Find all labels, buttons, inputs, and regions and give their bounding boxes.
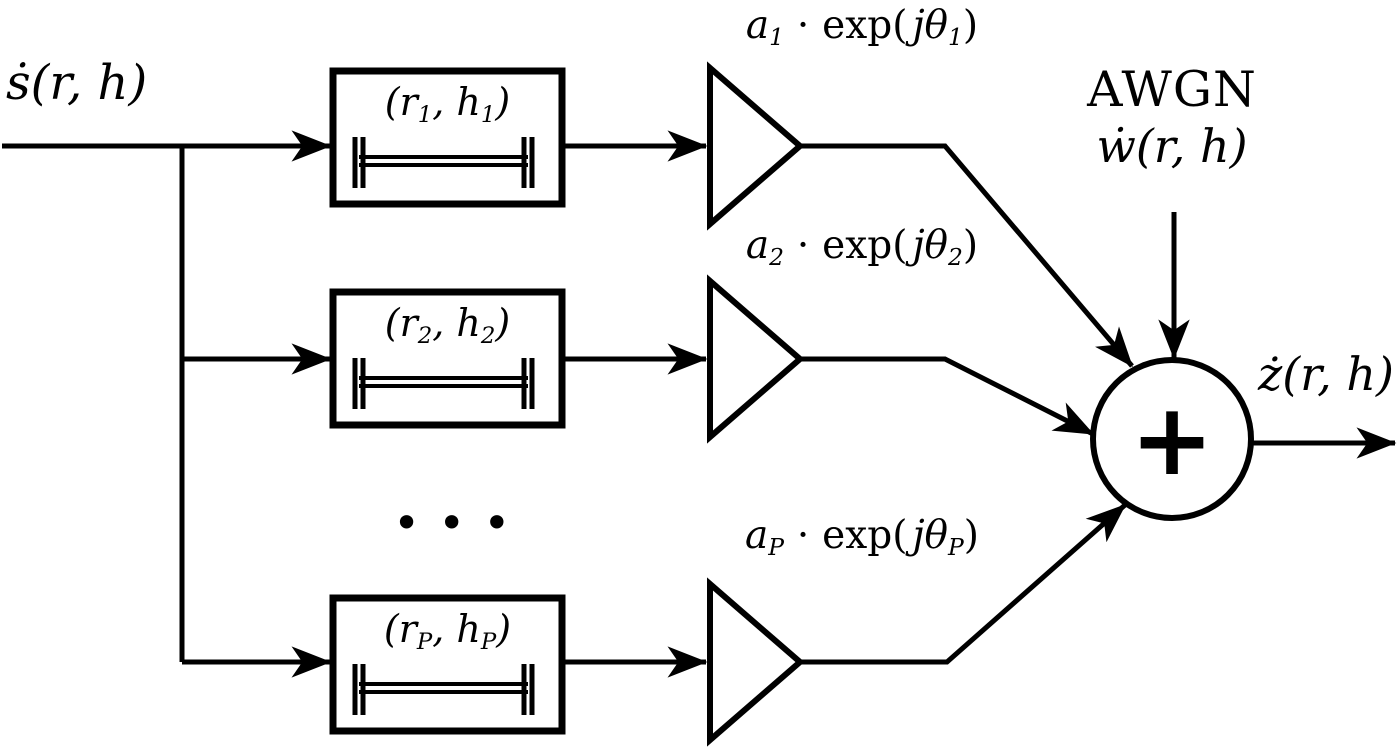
delay-sub-h: 2	[480, 322, 496, 349]
delay-sub-h: P	[480, 628, 497, 655]
delay-var-h: h	[456, 80, 481, 124]
input-signal-label: ṡ(r, h)	[6, 55, 148, 111]
gain-label-1: a1 ⋅ exp(jθ1)	[702, 3, 1022, 52]
amp-to-sum-line-1	[800, 143, 1134, 368]
delay-sub-r: P	[416, 628, 433, 655]
gain-label-3: aP ⋅ exp(jθP)	[702, 513, 1022, 562]
close-paren: )	[962, 223, 979, 268]
amplifier-triangle-icon	[707, 61, 805, 231]
comma: ,	[432, 607, 457, 651]
gain-var: a	[745, 223, 770, 268]
comma: ,	[432, 301, 457, 345]
delay-var-r: r	[399, 80, 418, 124]
gain-sub: 2	[769, 243, 785, 272]
gain-var: a	[745, 3, 770, 48]
delay-label-2: (r2, h2)	[333, 301, 562, 349]
theta: θ	[924, 223, 949, 268]
close-paren: )	[496, 607, 512, 651]
delay-var-r: r	[398, 607, 417, 651]
theta-sub: 2	[948, 243, 963, 272]
output-signal-label: ż(r, h)	[1258, 347, 1394, 401]
imaginary-j: j	[912, 3, 925, 48]
delay-var-r: r	[399, 301, 418, 345]
delay-sub-r: 1	[417, 101, 433, 128]
gain-sub: P	[768, 533, 785, 562]
open-paren: (	[383, 607, 399, 651]
gain-label-2: a2 ⋅ exp(jθ2)	[702, 223, 1022, 272]
exp-function: exp(	[822, 223, 908, 268]
noise-signal-label: ẇ(r, h)	[1096, 119, 1248, 173]
exp-function: exp(	[822, 513, 908, 558]
amplifier-triangle-icon	[707, 577, 805, 747]
open-paren: (	[384, 80, 400, 124]
delay-label-1: (r1, h1)	[333, 80, 562, 128]
gain-sub: 1	[769, 23, 785, 52]
close-paren: )	[495, 301, 511, 345]
delay-label-3: (rP, hP)	[333, 607, 562, 655]
sum-plus-symbol: +	[1130, 380, 1214, 498]
comma: ,	[432, 80, 457, 124]
theta-sub: 1	[948, 23, 963, 52]
delay-var-h: h	[456, 607, 481, 651]
sum-junction-icon	[1090, 357, 1254, 521]
amp-to-sum-line-3	[800, 503, 1127, 665]
dot-operator: ⋅	[784, 223, 823, 268]
imaginary-j: j	[912, 513, 925, 558]
close-paren: )	[963, 513, 979, 558]
delay-sub-r: 2	[417, 322, 433, 349]
imaginary-j: j	[912, 223, 925, 268]
amplifier-triangle-icon	[707, 274, 805, 444]
gain-var: a	[745, 513, 769, 558]
theta: θ	[924, 3, 949, 48]
delay-sub-h: 1	[480, 101, 496, 128]
exp-function: exp(	[822, 3, 908, 48]
delay-line-icon	[352, 137, 535, 188]
awgn-title: AWGN	[1087, 61, 1257, 118]
close-paren: )	[962, 3, 979, 48]
amp-to-sum-line-2	[800, 356, 1095, 437]
dot-operator: ⋅	[784, 3, 823, 48]
dot-operator: ⋅	[784, 513, 823, 558]
open-paren: (	[384, 301, 400, 345]
close-paren: )	[495, 80, 511, 124]
delay-var-h: h	[456, 301, 481, 345]
delay-line-icon	[352, 358, 535, 409]
theta: θ	[924, 513, 949, 558]
delay-line-icon	[352, 664, 535, 715]
theta-sub: P	[948, 533, 964, 562]
branch-ellipsis: •••	[393, 496, 529, 550]
